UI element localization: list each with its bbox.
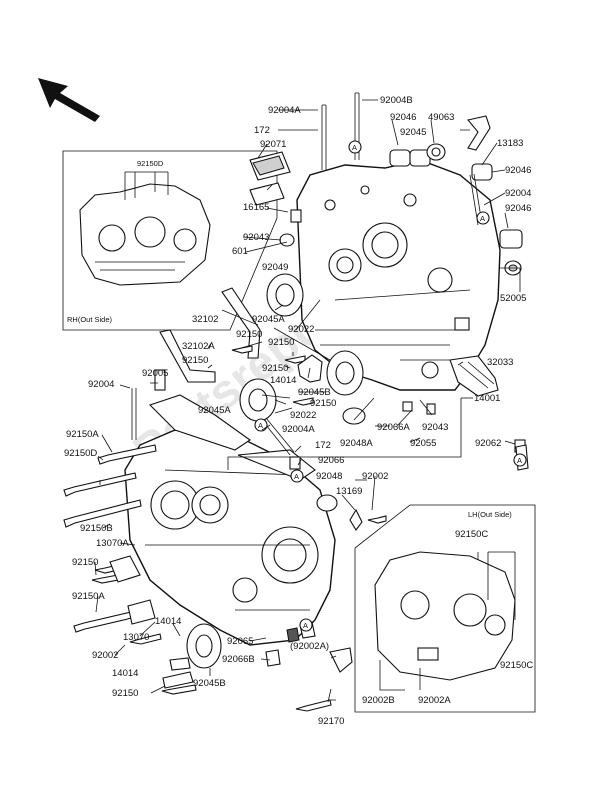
- callout-14001: 14001: [474, 393, 500, 404]
- callout-92045B-upper: 92045B: [298, 387, 331, 398]
- callout-13183: 13183: [497, 138, 523, 149]
- callout-14014-upper: 14014: [270, 375, 296, 386]
- callout-92150A-lower: 92150A: [72, 591, 105, 602]
- callout-49063: 49063: [428, 112, 454, 123]
- bearings: [186, 143, 523, 669]
- marker-a-2: A: [480, 214, 485, 223]
- callout-92170: 92170: [318, 716, 344, 727]
- callout-172-mid: 172: [315, 440, 331, 451]
- callout-92066B: 92066B: [222, 654, 255, 665]
- callout-92022-mid: 92022: [290, 410, 316, 421]
- callout-92150-mid: 92150: [182, 355, 208, 366]
- callout-32033: 32033: [487, 357, 513, 368]
- callout-92004-left: 92004: [88, 379, 114, 390]
- callout-13070: 13070: [123, 632, 149, 643]
- callout-92048A: 92048A: [340, 438, 373, 449]
- callout-92150D: 92150D: [64, 448, 97, 459]
- inset-rh-outside: 92150D RH(Out Side): [62, 150, 278, 331]
- callout-92005: 92005: [142, 368, 168, 379]
- callout-601: 601: [232, 246, 248, 257]
- inset-lh-code-3: 92002B: [362, 695, 395, 706]
- callout-92055: 92055: [410, 438, 436, 449]
- callout-92022-upper: 92022: [288, 324, 314, 335]
- callout-92066A: 92066A: [377, 422, 410, 433]
- assembly-lines: [227, 397, 473, 470]
- callout-92150-side: 92150: [310, 398, 336, 409]
- callout-92150-pipe: 92150: [268, 337, 294, 348]
- callout-92043-lower: 92043: [422, 422, 448, 433]
- callout-92002-right: 92002: [362, 471, 388, 482]
- inset-rh-code: 92150D: [137, 159, 164, 168]
- callout-52005: 52005: [500, 293, 526, 304]
- callout-14014-lower: 14014: [112, 668, 138, 679]
- callout-92002A-paren: (92002A): [290, 641, 329, 652]
- gaskets: [249, 151, 291, 206]
- inset-rh-caption: RH(Out Side): [67, 315, 113, 324]
- callout-92071: 92071: [260, 139, 286, 150]
- inset-lh-outside: LH(Out Side) 92150C 92150C 92002B 92002A: [354, 504, 536, 713]
- marker-a-6: A: [303, 621, 308, 630]
- lower-crankcase: [124, 394, 336, 646]
- callout-92048: 92048: [316, 471, 342, 482]
- callout-92150-bottom: 92150: [112, 688, 138, 699]
- marker-a-1: A: [352, 143, 357, 152]
- callout-92045B-lower: 92045B: [193, 678, 226, 689]
- oil-pressure-switch: [449, 355, 499, 397]
- callout-32102: 32102: [192, 314, 218, 325]
- callout-92150-upper: 92150: [236, 329, 262, 340]
- callout-32102A: 32102A: [182, 341, 215, 352]
- marker-a-3: A: [258, 421, 263, 430]
- callout-92046-lower: 92046: [505, 203, 531, 214]
- callout-14014-mid: 14014: [155, 616, 181, 627]
- callout-92150A-upper: 92150A: [66, 429, 99, 440]
- inset-lh-code-1: 92150C: [455, 529, 488, 540]
- callout-172-top: 172: [254, 125, 270, 136]
- callout-92004-right: 92004: [505, 188, 531, 199]
- inset-lh-code-2: 92150C: [500, 660, 533, 671]
- callout-92150-left: 92150: [72, 557, 98, 568]
- callout-92046-top: 92046: [390, 112, 416, 123]
- marker-a-5: A: [517, 456, 522, 465]
- pipes: [159, 287, 261, 383]
- callout-92004B: 92004B: [380, 95, 413, 106]
- callout-92066: 92066: [318, 455, 344, 466]
- callout-92004A: 92004A: [268, 105, 301, 116]
- callout-16165: 16165: [243, 202, 269, 213]
- callout-92043-left: 92043: [243, 232, 269, 243]
- callout-92002-left: 92002: [92, 650, 118, 661]
- callout-13070A: 13070A: [96, 538, 129, 549]
- callout-92150B: 92150B: [80, 523, 113, 534]
- callout-92045-top: 92045: [400, 127, 426, 138]
- callout-92049: 92049: [262, 262, 288, 273]
- upper-crankcase: [296, 159, 501, 391]
- front-direction-arrow: [38, 78, 100, 122]
- inset-lh-caption: LH(Out Side): [468, 510, 512, 519]
- reference-markers: A A A A A A: [254, 140, 527, 632]
- leader-lines: [94, 99, 521, 703]
- marker-a-4: A: [294, 472, 299, 481]
- brackets-and-plates: [109, 115, 529, 689]
- callout-92045A-mid: 92045A: [198, 405, 231, 416]
- callout-92004A-mid: 92004A: [282, 424, 315, 435]
- callout-92046-right: 92046: [505, 165, 531, 176]
- callout-92150-bolt: 92150: [262, 363, 288, 374]
- inset-lh-code-4: 92002A: [418, 695, 451, 706]
- callout-92065: 92065: [227, 636, 253, 647]
- callout-13169: 13169: [336, 486, 362, 497]
- callout-92062: 92062: [475, 438, 501, 449]
- callout-92045A-upper: 92045A: [252, 314, 285, 325]
- callout-labels: 92004B 92004A 172 92071 92046 49063 9204…: [64, 95, 531, 727]
